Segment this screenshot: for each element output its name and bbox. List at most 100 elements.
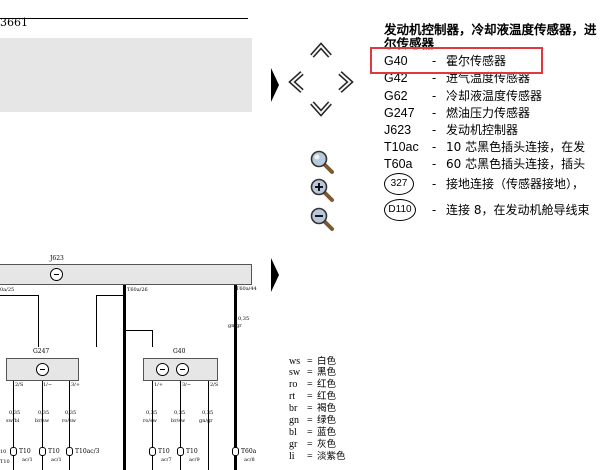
bus-wire-middle [96, 295, 123, 296]
g40-pin-3: 2/S [210, 382, 219, 388]
g247-plug-pin-1: ac/1 [22, 457, 33, 463]
g40-plug-label-2: T10 [186, 448, 198, 455]
g247-size-2: 0,35 [38, 410, 50, 416]
g247-symbol [36, 363, 49, 376]
color-code: bl [289, 427, 297, 438]
terminal-left: 0a/25 [0, 287, 15, 293]
g40-color-3: gn/gr [199, 418, 213, 424]
g247-wire-3 [69, 381, 70, 470]
terminal-middle: T60a/26 [127, 287, 148, 293]
signal-wire-right [234, 285, 237, 470]
color-code: gn [289, 415, 299, 426]
legend-desc: 冷却液温度传感器 [446, 89, 543, 103]
magnifier-plus-icon[interactable] [309, 177, 335, 203]
chevron-left-icon[interactable] [286, 69, 306, 95]
color-name: 红色 [317, 391, 337, 402]
color-eq: = [307, 356, 313, 367]
g247-plug-label-2: T10 [48, 448, 60, 455]
g247-color-1: sw/bl [6, 418, 20, 424]
color-code: br [289, 403, 298, 414]
legend-dash: - [432, 54, 437, 68]
g40-size-2: 0,35 [174, 410, 186, 416]
legend-title-line1: 发动机控制器，冷却液温度传感器，进 [384, 23, 597, 37]
g40-symbol [176, 363, 189, 376]
g247-size-3: 0,35 [65, 410, 77, 416]
g40-hall-symbol [156, 363, 169, 376]
upper-component-block [0, 38, 252, 112]
legend-code: G42 [384, 71, 408, 85]
legend-item-g62: G62 - 冷却液温度传感器 [384, 88, 600, 105]
color-eq: = [307, 367, 313, 378]
legend-desc: 10 芯黑色插头连接，在发 [446, 140, 586, 154]
color-eq: = [307, 379, 313, 390]
chevron-right-icon[interactable] [336, 69, 356, 95]
panel-expand-bottom-icon[interactable] [271, 258, 279, 292]
legend-item-t60a: T60a - 60 芯黑色插头连接，插头 [384, 156, 600, 173]
g40-plug-pin-1: ac/7 [161, 457, 172, 463]
legend-desc: 60 芯黑色插头连接，插头 [446, 157, 586, 171]
color-eq: = [307, 391, 313, 402]
color-eq: = [307, 451, 313, 462]
color-code: sw [289, 367, 301, 378]
legend-panel: 发动机控制器，冷却液温度传感器，进 尔传感器 G40 - 霍尔传感器 G42 -… [384, 21, 600, 221]
terminal-right: T60a/44 [236, 286, 257, 292]
legend-code: T60a [384, 157, 413, 171]
controller-symbol [50, 268, 63, 281]
legend-dash: - [432, 203, 437, 217]
color-eq: = [307, 415, 313, 426]
g40-plug-3 [232, 447, 239, 456]
g247-pin-2: 1/− [43, 382, 53, 388]
panel-expand-top-icon[interactable] [271, 68, 279, 102]
chevron-down-icon[interactable] [308, 99, 334, 119]
g40-wire-1 [152, 381, 153, 470]
g247-wire-1 [13, 381, 14, 470]
g40-plug-pin-3: ac/8 [244, 457, 255, 463]
legend-dash: - [432, 123, 437, 137]
magnifier-icon[interactable] [309, 149, 335, 175]
color-name: 白色 [317, 356, 337, 367]
g40-color-2: br/sw [171, 418, 186, 424]
g247-pin-3: 3/+ [71, 382, 81, 388]
color-name: 红色 [317, 379, 337, 390]
bus-wire-right [126, 330, 152, 331]
color-code: rt [289, 391, 296, 402]
g247-plug-label-1: T10 [19, 448, 31, 455]
g40-pin-2: 3/− [182, 382, 192, 388]
legend-dash: - [432, 140, 437, 154]
controller-label: J623 [50, 255, 64, 262]
wiring-diagram: 3661 ·· ·· · J623 0a/25 T60a/26 T60a/44 … [0, 0, 268, 470]
color-name: 褐色 [317, 403, 337, 414]
g40-size-1: 0,35 [146, 410, 158, 416]
g40-plug-2 [177, 447, 184, 456]
g40-wire-2 [180, 381, 181, 470]
g247-label: G247 [33, 348, 50, 355]
g247-plug-pin-2: ac/1 [51, 457, 62, 463]
chevron-up-icon[interactable] [308, 40, 334, 60]
legend-desc: 燃油压力传感器 [446, 106, 531, 120]
g247-color-3: ro/sw [62, 418, 76, 424]
legend-dash: - [432, 177, 437, 191]
color-name: 黑色 [317, 367, 337, 378]
magnifier-minus-icon[interactable] [309, 206, 335, 232]
color-eq: = [307, 439, 313, 450]
g40-highlight-box [370, 47, 543, 74]
connection-badge: D110 [384, 199, 416, 221]
ground-wire-main [123, 285, 126, 470]
g247-plug-label-3: T10ac/3 [75, 448, 100, 455]
legend-desc: 进气温度传感器 [446, 71, 531, 85]
g40-pin-1: 1/+ [154, 382, 164, 388]
bus-wire-right-drop [152, 330, 153, 347]
color-eq: = [307, 403, 313, 414]
color-name: 蓝色 [317, 427, 337, 438]
g40-plug-label-1: T10 [158, 448, 170, 455]
legend-dash: - [432, 157, 437, 171]
g247-pin-1: 2/S [15, 382, 24, 388]
g40-wire-3 [208, 381, 209, 470]
bus-wire-middle-drop [96, 295, 97, 347]
controller-box [0, 264, 252, 285]
legend-code: J623 [384, 123, 412, 137]
legend-desc: 接地连接（传感器接地）， [446, 177, 585, 191]
left-edge-size: 10 [0, 449, 7, 455]
legend-dash: - [432, 106, 437, 120]
color-code: ws [289, 356, 301, 367]
